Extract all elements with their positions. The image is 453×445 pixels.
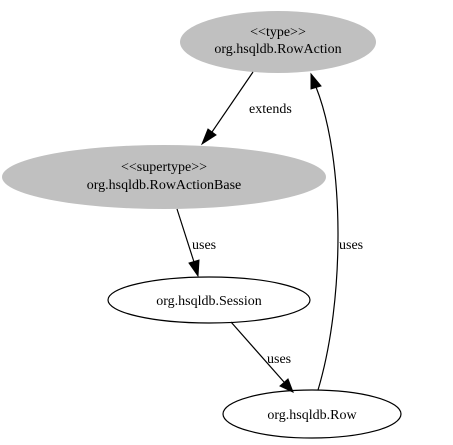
edge-rowaction-extends-base-line xyxy=(211,71,254,133)
edge-session-uses-row-arrow xyxy=(279,378,294,393)
node-rowactionbase-stereotype: <<supertype>> xyxy=(121,160,207,175)
node-rowaction-name: org.hsqldb.RowAction xyxy=(214,42,341,57)
node-session-shape xyxy=(107,276,311,324)
node-rowaction-shape xyxy=(180,11,376,73)
node-rowactionbase[interactable]: <<supertype>> org.hsqldb.RowActionBase xyxy=(2,145,326,209)
edge-base-uses-session: uses xyxy=(176,208,216,278)
edge-session-uses-row: uses xyxy=(230,321,294,393)
node-rowaction-stereotype: <<type>> xyxy=(250,25,306,40)
node-row[interactable]: org.hsqldb.Row xyxy=(222,389,402,439)
edge-base-uses-session-arrow xyxy=(188,259,200,278)
edge-rowaction-extends-base: extends xyxy=(200,71,292,146)
edge-rowaction-extends-base-label: extends xyxy=(249,102,292,117)
node-rowaction[interactable]: <<type>> org.hsqldb.RowAction xyxy=(180,11,376,73)
node-row-shape xyxy=(222,389,402,439)
edge-base-uses-session-line xyxy=(176,208,195,263)
edge-session-uses-row-label: uses xyxy=(267,352,291,367)
edge-session-uses-row-line xyxy=(230,321,285,383)
node-session-name: org.hsqldb.Session xyxy=(156,294,262,309)
edge-rowaction-extends-base-arrow xyxy=(200,128,217,146)
edge-row-uses-rowaction-arrow xyxy=(310,72,322,90)
node-rowactionbase-shape xyxy=(2,145,326,209)
edge-row-uses-rowaction-label: uses xyxy=(339,238,363,253)
edge-row-uses-rowaction-line xyxy=(315,86,339,391)
edge-row-uses-rowaction: uses xyxy=(310,72,363,391)
edge-base-uses-session-label: uses xyxy=(192,238,216,253)
node-rowactionbase-name: org.hsqldb.RowActionBase xyxy=(87,178,242,193)
node-row-name: org.hsqldb.Row xyxy=(267,408,357,423)
node-session[interactable]: org.hsqldb.Session xyxy=(107,276,311,324)
